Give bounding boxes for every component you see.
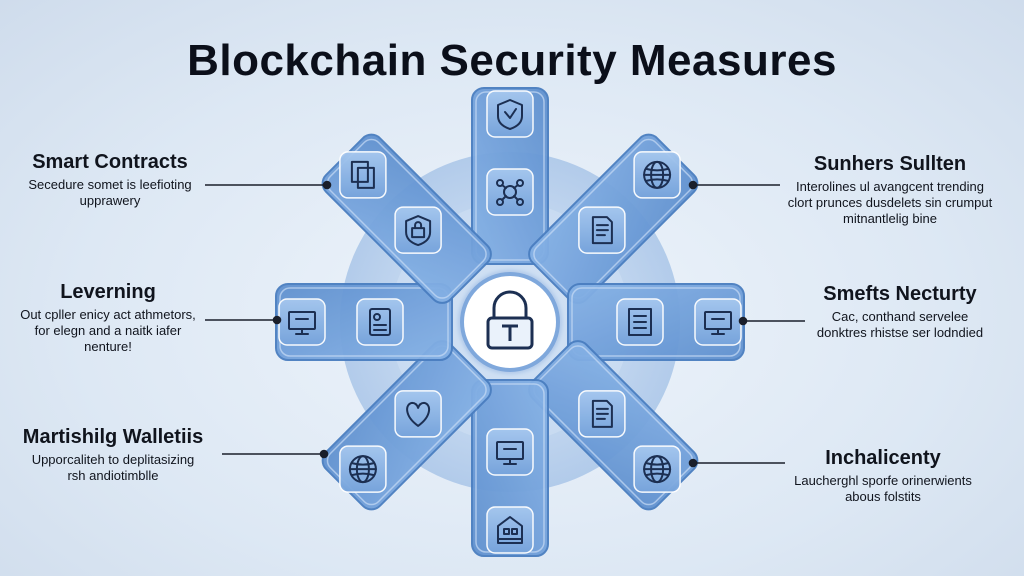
globe-icon <box>348 455 377 484</box>
globe-network-icon <box>643 160 672 189</box>
label-leverning: Leverning Out cpller enicy act athmetors… <box>8 280 208 355</box>
label-smart-contracts: Smart Contracts Secedure somet is leefio… <box>10 150 210 209</box>
label-inchalicenty: Inchalicenty Laucherghl sporfe orinerwie… <box>783 446 983 505</box>
label-wallets: Martishilg Walletiis Upporcaliteh to dep… <box>8 425 218 484</box>
globe-icon <box>643 455 672 484</box>
label-desc-line: Out cpller enicy act athmetors, <box>20 307 196 322</box>
connector-dot <box>322 180 332 190</box>
icon-tile <box>394 390 442 438</box>
icon-tile <box>486 168 534 216</box>
icon-tile <box>616 298 664 346</box>
icon-tile <box>394 206 442 254</box>
icon-tile <box>633 151 681 199</box>
center-lock <box>460 272 560 372</box>
label-heading: Sunhers Sullten <box>813 153 967 175</box>
connector-dot <box>738 316 748 326</box>
label-desc-line: upprawery <box>79 193 141 208</box>
monitor-icon <box>704 311 732 335</box>
padlock-icon <box>486 290 534 350</box>
label-heading: Inchalicenty <box>825 447 941 469</box>
heart-icon <box>406 401 430 427</box>
label-heading: Smart Contracts <box>32 151 188 173</box>
icon-tile <box>633 445 681 493</box>
icon-tile <box>339 151 387 199</box>
icon-tiles-group <box>278 90 742 554</box>
label-heading: Martishilg Walletiis <box>22 426 204 448</box>
shield-lock-icon <box>405 215 432 247</box>
label-heading: Leverning <box>60 281 156 303</box>
icon-tile <box>356 298 404 346</box>
label-desc-line: Upporcaliteh to deplitasizing <box>31 452 195 467</box>
shield-icon <box>497 99 523 130</box>
connector-dot <box>688 458 698 468</box>
label-desc-line: clort prunces dusdelets sin crumput <box>787 195 993 210</box>
document-icon <box>591 216 613 245</box>
icon-tile <box>486 506 534 554</box>
monitor-icon <box>288 311 316 335</box>
connectors <box>205 180 805 468</box>
label-desc-line: donktres rhistse ser lodndied <box>816 325 984 340</box>
label-desc-line: for elegn and a naitk iafer <box>34 323 182 338</box>
connector-dot <box>688 180 698 190</box>
label-desc-line: mitnantlelig bine <box>843 211 937 226</box>
icon-tile <box>486 428 534 476</box>
label-heading: Smefts Necturty <box>823 283 977 305</box>
id-card-icon <box>369 308 391 336</box>
connector-dot <box>319 449 329 459</box>
cog-network-icon <box>496 179 524 206</box>
icon-tile <box>578 206 626 254</box>
building-icon <box>497 516 523 544</box>
icon-tile <box>578 390 626 438</box>
label-desc-line: rsh andiotimblle <box>67 468 159 483</box>
report-icon <box>591 399 613 428</box>
stacked-pages-icon <box>350 160 375 189</box>
icon-tile <box>694 298 742 346</box>
monitor-icon <box>496 441 524 465</box>
label-desc-line: abous folstits <box>845 489 921 504</box>
icon-tile <box>486 90 534 138</box>
label-smefts: Smefts Necturty Cac, conthand servelee d… <box>800 282 1000 341</box>
connector-dot <box>272 315 282 325</box>
checklist-icon <box>628 308 652 336</box>
page-title: Blockchain Security Measures <box>187 36 837 85</box>
label-desc-line: Secedure somet is leefioting <box>28 177 192 192</box>
icon-tile <box>339 445 387 493</box>
label-sunhers: Sunhers Sullten Interolines ul avangcent… <box>780 152 1000 227</box>
label-desc-line: Cac, conthand servelee <box>831 309 969 324</box>
label-desc-line: nenture! <box>84 339 132 354</box>
label-desc-line: Laucherghl sporfe orinerwients <box>794 473 972 488</box>
icon-tile <box>278 298 326 346</box>
label-desc-line: Interolines ul avangcent trending <box>796 179 984 194</box>
